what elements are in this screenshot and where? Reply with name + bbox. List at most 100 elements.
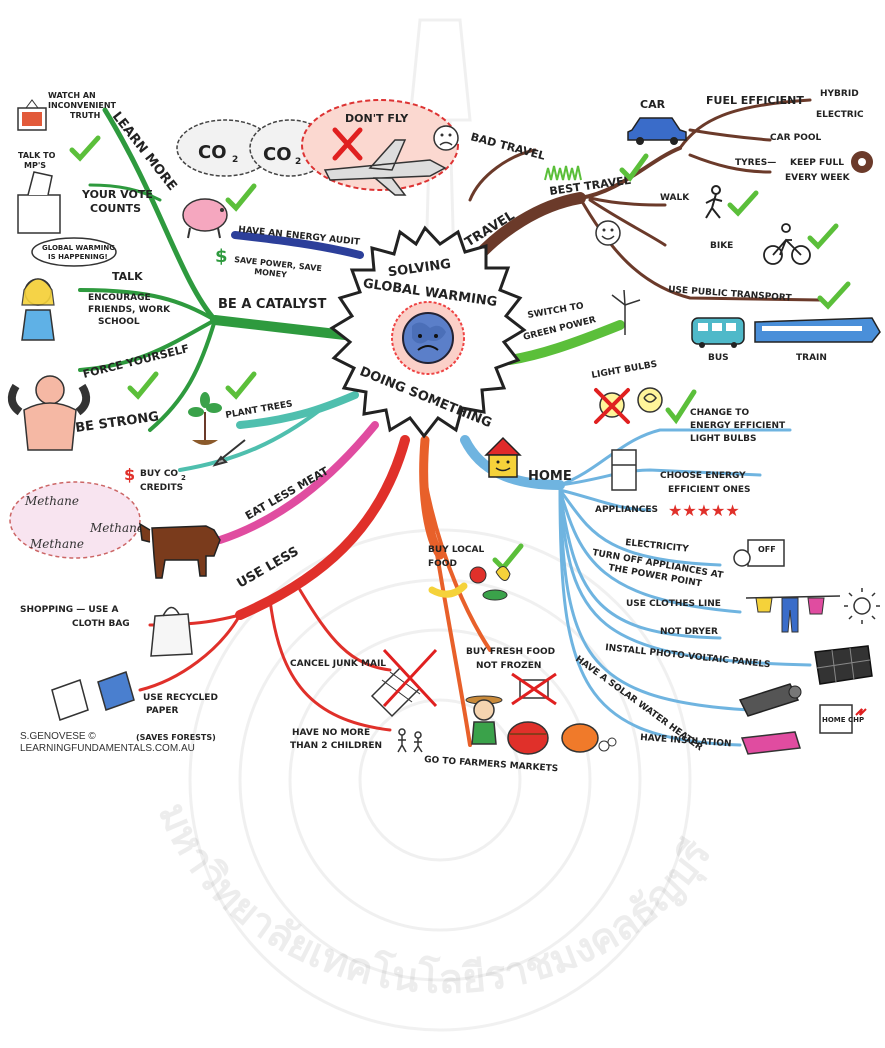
choose-energy-line1: CHOOSE ENERGY <box>660 471 746 481</box>
buy-local-line1: BUY LOCAL <box>428 545 484 555</box>
home-label: HOME <box>528 469 572 484</box>
center-node: SOLVING GLOBAL WARMING DOING SOMETHING <box>329 225 527 439</box>
electric-label: ELECTRIC <box>816 110 864 120</box>
pumpkin-icon <box>561 723 617 753</box>
be-catalyst-label: BE A CATALYST <box>218 297 326 312</box>
buy-credits-line1: BUY CO <box>140 469 178 479</box>
co2-sub-2: 2 <box>295 157 301 167</box>
clothes-line-label: USE CLOTHES LINE <box>626 599 721 609</box>
energy-stars: ★★★★★ <box>668 501 740 520</box>
tv-icon <box>17 99 47 131</box>
house-icon <box>484 436 522 478</box>
dont-fly-label: DON'T FLY <box>345 112 409 125</box>
change-bulbs-line3: LIGHT BULBS <box>690 434 757 444</box>
talk-mps-line2: MP'S <box>24 161 46 170</box>
recycled-line2: PAPER <box>146 706 178 716</box>
talk-label: TALK <box>112 270 143 283</box>
walking-person-icon <box>705 185 723 219</box>
bus-label: BUS <box>708 353 729 363</box>
cow-icon <box>139 522 221 579</box>
speech-line1: GLOBAL WARMING <box>42 244 115 252</box>
talk-mps-line1: TALK TO <box>18 151 56 160</box>
save-line2: MONEY <box>254 267 288 279</box>
shovel-icon <box>212 439 246 467</box>
fuel-efficient-label: FUEL EFFICIENT <box>706 94 804 107</box>
children-line2: THAN 2 CHILDREN <box>290 741 382 751</box>
dollar-icon: $ <box>124 465 135 484</box>
off-label: OFF <box>758 545 776 554</box>
photo-voltaic-label: INSTALL PHOTO-VOLTAIC PANELS <box>605 643 771 670</box>
co2-text-2: CO <box>263 144 292 165</box>
fresh-food-line2: NOT FROZEN <box>476 661 541 671</box>
light-bulbs-label: LIGHT BULBS <box>591 360 658 381</box>
bus-icon <box>691 317 745 348</box>
encourage-line2: FRIENDS, WORK <box>88 305 171 315</box>
co2-sub-1: 2 <box>232 155 238 165</box>
bicycle-icon <box>763 223 811 265</box>
meat-branch <box>216 421 379 544</box>
bike-label: BIKE <box>710 241 733 251</box>
car-icon <box>627 117 687 145</box>
dollar-icon: $ <box>215 246 228 267</box>
home-chp-label: HOME CHP <box>822 716 864 724</box>
check-icon <box>127 371 159 400</box>
insulation-label: HAVE INSULATION <box>640 733 732 749</box>
not-dryer-label: NOT DRYER <box>660 627 718 637</box>
piggy-bank-icon <box>182 198 228 239</box>
efficient-bulb-icon <box>637 387 663 413</box>
check-icon <box>225 371 257 400</box>
green-power-line1: SWITCH TO <box>527 301 585 321</box>
strongman-icon <box>7 375 91 451</box>
credit-site: LEARNINGFUNDAMENTALS.COM.AU <box>20 743 195 754</box>
food-branches <box>419 435 492 747</box>
power-switch-icon: OFF <box>733 539 785 567</box>
force-yourself-label: FORCE YOURSELF <box>82 342 191 381</box>
paper-icon <box>51 671 135 721</box>
home-branches <box>460 428 812 747</box>
tree-branches <box>178 391 359 472</box>
buy-local-line2: FOOD <box>428 559 457 569</box>
cloth-bag-icon <box>150 606 193 657</box>
recycled-line1: USE RECYCLED <box>143 693 218 703</box>
junk-mail-label: CANCEL JUNK MAIL <box>290 659 386 669</box>
check-icon <box>492 543 524 572</box>
methane-text-2: Methane <box>89 521 144 535</box>
shopping-line1: SHOPPING — USE A <box>20 605 118 615</box>
appliances-label: APPLIANCES <box>595 505 658 515</box>
frozen-food-icon <box>511 672 557 706</box>
travel-branches <box>464 98 822 302</box>
co2-text-1: CO <box>198 142 227 163</box>
vote-line1: YOUR VOTE <box>81 188 153 201</box>
co2-clouds: CO 2 CO 2 DON'T FLY <box>176 99 459 196</box>
shopping-line2: CLOTH BAG <box>72 619 130 629</box>
airplane-icon <box>323 139 447 196</box>
watch-line3: TRUTH <box>70 111 100 120</box>
choose-energy-line2: EFFICIENT ONES <box>668 485 751 495</box>
incandescent-bulb-icon <box>594 388 630 424</box>
eat-less-meat-label: EAT LESS MEAT <box>243 464 331 522</box>
change-bulbs-line1: CHANGE TO <box>690 408 749 418</box>
credit-author: S.GENOVESE © <box>20 731 96 742</box>
methane-text-3: Methane <box>29 537 84 551</box>
sad-face-icon <box>433 125 459 151</box>
seedling-icon <box>188 392 222 445</box>
check-icon <box>807 223 839 250</box>
check-icon <box>817 281 851 310</box>
speech-bubble: GLOBAL WARMING IS HAPPENING! <box>31 237 117 267</box>
catalyst-branches <box>78 107 350 432</box>
speech-line2: IS HAPPENING! <box>48 253 108 261</box>
energy-audit-branch <box>231 231 364 259</box>
train-label: TRAIN <box>796 353 827 363</box>
change-bulbs-line2: ENERGY EFFICIENT <box>690 421 786 431</box>
car-pool-label: CAR POOL <box>770 133 822 143</box>
bad-travel-label: BAD TRAVEL <box>469 130 546 162</box>
tyre-icon <box>851 151 873 173</box>
grass-icon <box>544 165 582 181</box>
check-icon <box>665 389 697 425</box>
fridge-icon <box>611 449 637 491</box>
car-label: CAR <box>640 98 666 111</box>
keep-full-label: KEEP FULL <box>790 158 844 168</box>
fruit-basket-icon <box>507 721 549 755</box>
every-week-label: EVERY WEEK <box>785 173 851 183</box>
